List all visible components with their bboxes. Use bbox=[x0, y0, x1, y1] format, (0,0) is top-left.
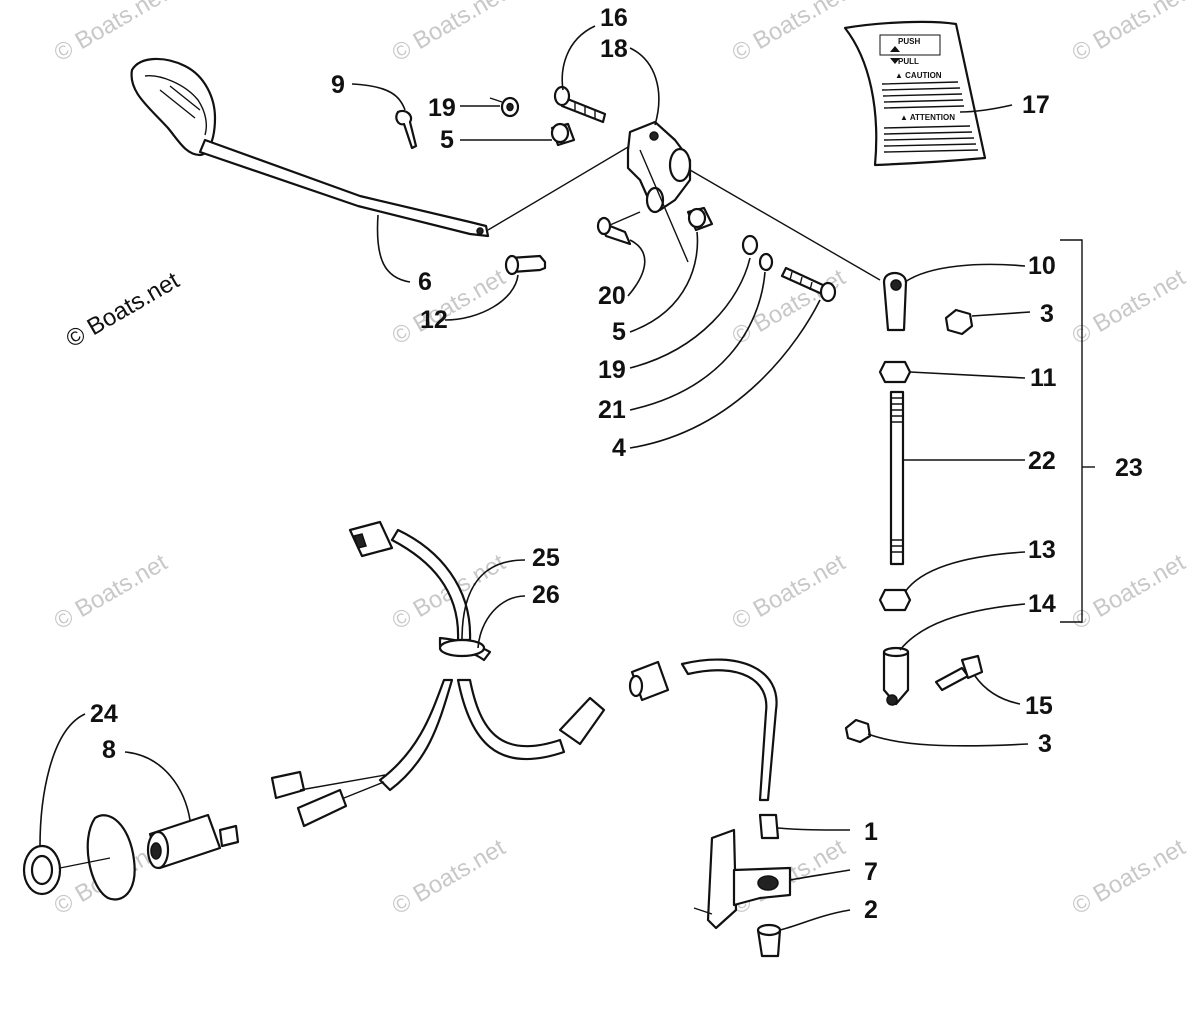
neutral-switch-lead bbox=[628, 658, 792, 958]
callout-26: 26 bbox=[532, 581, 560, 609]
callout-24: 24 bbox=[90, 700, 118, 728]
callout-16: 16 bbox=[600, 4, 628, 32]
decal-push-text: PUSH bbox=[898, 37, 920, 46]
callout-5-top: 5 bbox=[440, 126, 454, 154]
shift-lever bbox=[130, 57, 641, 238]
watermark: © Boats.net bbox=[1068, 264, 1191, 350]
watermark: © Boats.net bbox=[1068, 549, 1191, 635]
leader-lines bbox=[39, 25, 1031, 931]
callout-7: 7 bbox=[864, 858, 878, 886]
watermark: © Boats.net bbox=[50, 0, 173, 67]
callout-8: 8 bbox=[102, 736, 116, 764]
cotter-pin bbox=[395, 109, 418, 150]
callout-21: 21 bbox=[598, 396, 626, 424]
callout-19-lower: 19 bbox=[598, 356, 626, 384]
callout-14: 14 bbox=[1028, 590, 1056, 618]
decal-attention-text: ▲ ATTENTION bbox=[900, 113, 955, 122]
watermark: © Boats.net bbox=[388, 0, 511, 67]
decal-caution-text: ▲ CAUTION bbox=[895, 71, 942, 80]
switch-assembly bbox=[22, 813, 240, 901]
callout-6: 6 bbox=[418, 268, 432, 296]
credit-watermark: © Boats.net bbox=[62, 267, 185, 353]
callout-1: 1 bbox=[864, 818, 878, 846]
shift-rod-assembly bbox=[844, 239, 1095, 744]
callout-10: 10 bbox=[1028, 252, 1056, 280]
callout-15: 15 bbox=[1025, 692, 1053, 720]
watermark: © Boats.net bbox=[50, 549, 173, 635]
wiring-harness bbox=[270, 520, 606, 828]
bellcrank-assembly bbox=[489, 85, 881, 303]
callout-22: 22 bbox=[1028, 447, 1056, 475]
callout-18: 18 bbox=[600, 35, 628, 63]
callout-labels: 16 18 9 19 5 17 6 12 20 5 19 21 4 10 3 1… bbox=[90, 4, 1143, 924]
shift-decal: PUSH PULL ▲ CAUTION ▲ ATTENTION bbox=[843, 20, 987, 167]
watermark: © Boats.net bbox=[1068, 834, 1191, 920]
callout-17: 17 bbox=[1022, 91, 1050, 119]
watermark: © Boats.net bbox=[728, 0, 851, 67]
callout-2: 2 bbox=[864, 896, 878, 924]
callout-11: 11 bbox=[1030, 364, 1057, 392]
callout-19-top: 19 bbox=[428, 94, 456, 122]
callout-5-lower: 5 bbox=[612, 318, 626, 346]
callout-23: 23 bbox=[1115, 454, 1143, 482]
callout-20: 20 bbox=[598, 282, 626, 310]
clevis-pin bbox=[504, 254, 547, 276]
watermark: © Boats.net bbox=[1068, 0, 1191, 67]
callout-25: 25 bbox=[532, 544, 560, 572]
callout-12: 12 bbox=[420, 306, 448, 334]
callout-13: 13 bbox=[1028, 536, 1056, 564]
decal-pull-text: PULL bbox=[898, 57, 919, 66]
callout-4: 4 bbox=[612, 434, 626, 462]
watermark: © Boats.net bbox=[388, 834, 511, 920]
callout-9: 9 bbox=[331, 71, 345, 99]
callout-3-bottom: 3 bbox=[1038, 730, 1052, 758]
watermark: © Boats.net bbox=[728, 549, 851, 635]
callout-3-top: 3 bbox=[1040, 300, 1054, 328]
